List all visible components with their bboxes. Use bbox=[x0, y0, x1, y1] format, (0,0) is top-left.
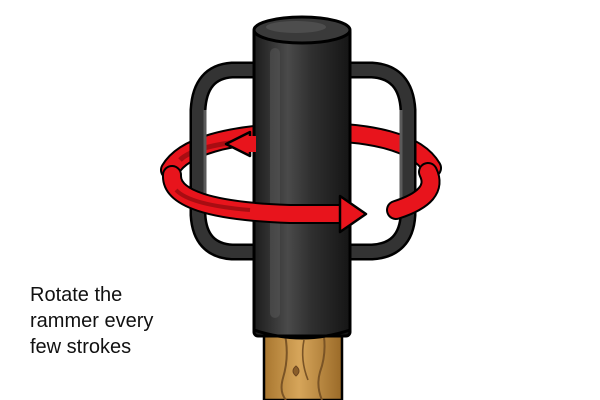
instruction-caption: Rotate the rammer every few strokes bbox=[30, 282, 210, 360]
caption-line-3: few strokes bbox=[30, 336, 132, 358]
caption-line-1: Rotate the bbox=[30, 284, 123, 306]
caption-line-2: rammer every bbox=[30, 310, 154, 332]
circular-rotation-arrow-icon bbox=[224, 130, 368, 234]
rotation-arrow-front bbox=[162, 162, 441, 224]
rammer-body bbox=[252, 15, 352, 340]
